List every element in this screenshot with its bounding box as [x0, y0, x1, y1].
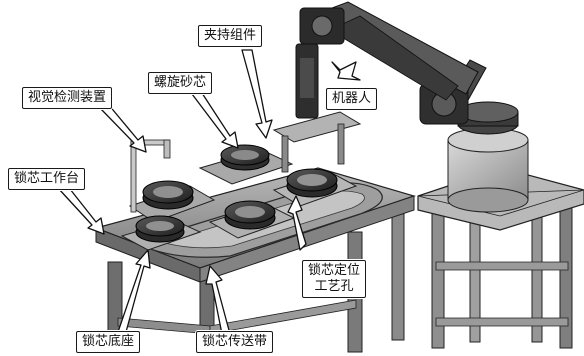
label-core-locating-hole-line1: 锁芯定位: [308, 263, 361, 278]
vision-device-stand: [130, 139, 171, 213]
label-clamp-assembly: 夹持组件: [198, 25, 263, 47]
label-core-conveyor: 锁芯传送带: [196, 331, 274, 353]
robot-pedestal: [417, 101, 584, 349]
label-core-locating-hole-line2: 工艺孔: [314, 279, 354, 294]
core-fixtures: [120, 144, 358, 251]
label-robot: 机器人: [326, 88, 378, 110]
label-core-base: 锁芯底座: [76, 331, 141, 353]
label-vision-device: 视觉检测装置: [22, 87, 113, 109]
label-core-table: 锁芯工作台: [8, 168, 86, 190]
callout-arrows: [57, 49, 361, 335]
label-core-locating-hole: 锁芯定位 工艺孔: [302, 260, 367, 298]
robot-arm: [272, 1, 487, 173]
label-spiral-core: 螺旋砂芯: [148, 72, 213, 94]
